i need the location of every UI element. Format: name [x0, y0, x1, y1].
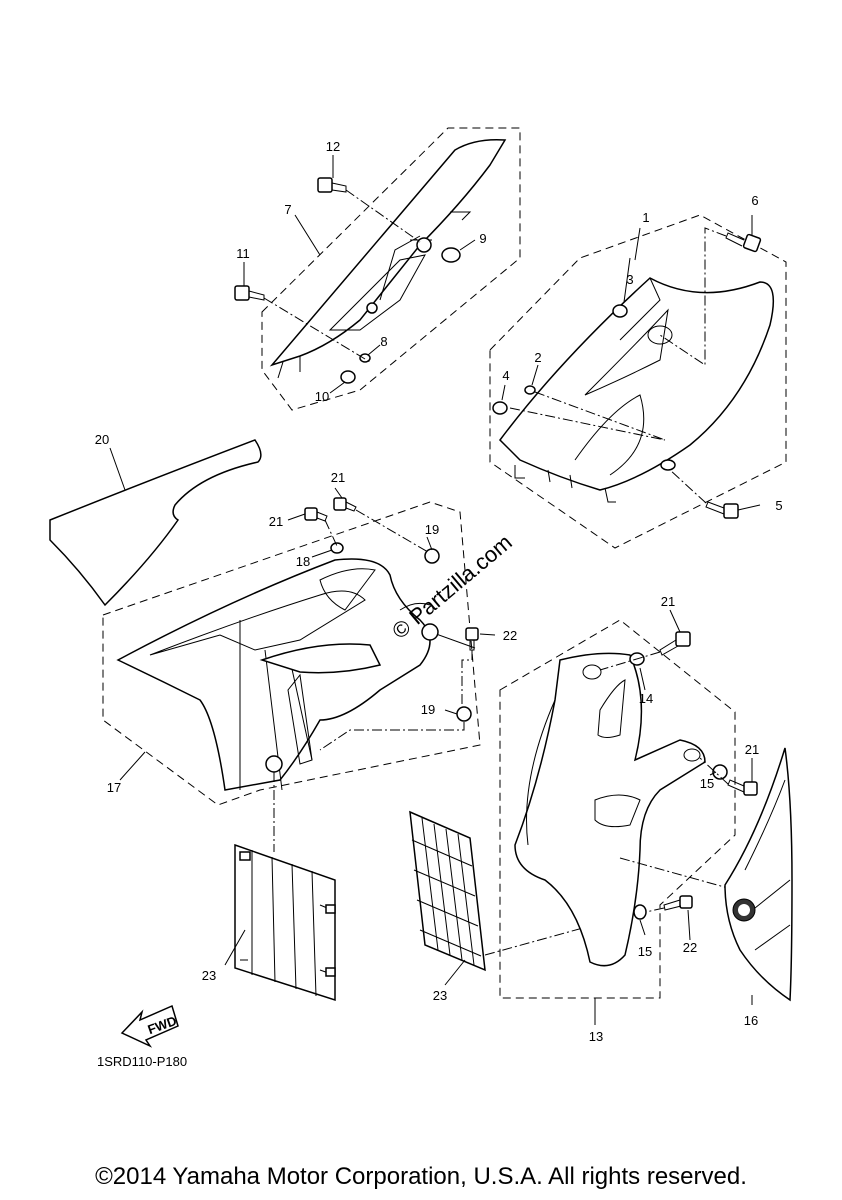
- assembly-boundary-1: [489, 214, 787, 549]
- callout-6: 6: [751, 193, 758, 208]
- callout-23-a: 23: [202, 968, 216, 983]
- bolt-11: [234, 285, 265, 301]
- part-16-decal-right: [724, 747, 793, 1002]
- callout-21-a: 21: [331, 470, 345, 485]
- callout-12: 12: [326, 139, 340, 154]
- part-7-upper-cover: [269, 138, 507, 379]
- diagram-code: 1SRD110-P180: [97, 1054, 187, 1069]
- callout-15-a: 15: [700, 776, 714, 791]
- callout-21-d: 21: [745, 742, 759, 757]
- bolt-6: [725, 232, 762, 253]
- callout-17: 17: [107, 780, 121, 795]
- callout-21-b: 21: [269, 514, 283, 529]
- callout-14: 14: [639, 691, 653, 706]
- grommet-10: [340, 370, 356, 384]
- nut-2: [524, 385, 536, 395]
- callout-1: 1: [642, 210, 649, 225]
- callout-10: 10: [315, 389, 329, 404]
- collar-15-a: [712, 764, 728, 780]
- washer-9: [441, 247, 461, 263]
- callout-19-a: 19: [425, 522, 439, 537]
- collar-15-b: [633, 904, 647, 920]
- callout-23-b: 23: [433, 988, 447, 1003]
- part-13-side-panel: [514, 652, 706, 967]
- callout-18: 18: [296, 554, 310, 569]
- callout-22-b: 22: [683, 940, 697, 955]
- copyright-notice: ©2014 Yamaha Motor Corporation, U.S.A. A…: [95, 1163, 747, 1190]
- washer-18: [330, 542, 344, 554]
- bolt-12: [317, 177, 347, 193]
- fwd-arrow: FWD: [120, 1004, 179, 1048]
- callout-19-b: 19: [421, 702, 435, 717]
- bolt-21-c: [659, 631, 691, 656]
- callout-20: 20: [95, 432, 109, 447]
- bolt-21-d: [727, 779, 758, 796]
- watermark: © Partzilla.com: [387, 529, 517, 643]
- grommet-19-b: [456, 706, 472, 722]
- part-20-decal: [49, 439, 262, 607]
- callout-22-a: 22: [503, 628, 517, 643]
- washer-3: [612, 304, 628, 318]
- callout-4: 4: [502, 368, 509, 383]
- grommet-19-a: [424, 548, 440, 564]
- callout-9: 9: [479, 231, 486, 246]
- bolt-5: [705, 501, 739, 519]
- callout-21-c: 21: [661, 594, 675, 609]
- callout-2: 2: [534, 350, 541, 365]
- callout-11: 11: [236, 246, 250, 261]
- bolt-21-a: [304, 507, 328, 522]
- assembly-boundary-13: [499, 619, 736, 999]
- callout-8: 8: [380, 334, 387, 349]
- washer-8: [359, 353, 371, 363]
- part-17-shroud-left: [116, 558, 476, 791]
- callout-7: 7: [284, 202, 291, 217]
- callout-15-b: 15: [638, 944, 652, 959]
- callout-5: 5: [775, 498, 782, 513]
- callout-16: 16: [744, 1013, 758, 1028]
- callout-13: 13: [589, 1029, 603, 1044]
- part-1-side-cover: [499, 277, 775, 503]
- bolt-22-b: [663, 895, 693, 911]
- bolt-21-b: [333, 497, 357, 512]
- assembly-boundary-7: [261, 127, 521, 411]
- part-23-louver-left: [234, 843, 336, 1002]
- grommet-4: [492, 401, 508, 415]
- callout-3: 3: [626, 272, 633, 287]
- assembly-boundary-17: [102, 501, 481, 806]
- part-23-louver-right: [409, 810, 486, 972]
